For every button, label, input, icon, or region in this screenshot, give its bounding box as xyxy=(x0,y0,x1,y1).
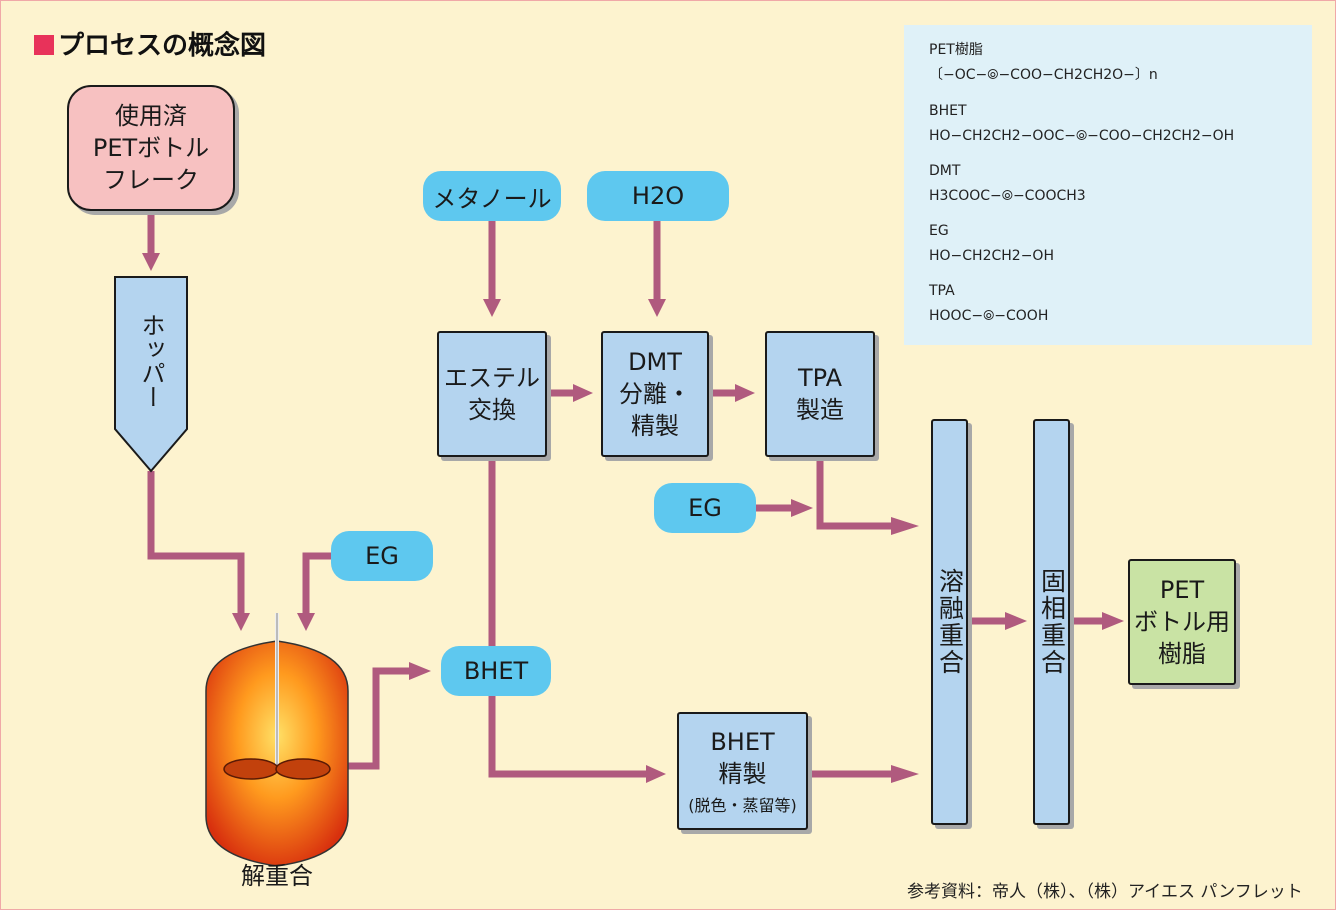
bhet-refining-step: BHET 精製 (脱色・蒸留等) xyxy=(677,712,808,830)
bhet-intermediate: BHET xyxy=(441,646,551,696)
hopper-shape xyxy=(114,276,188,473)
legend-name: EG xyxy=(929,223,949,239)
dmt-separation-step: DMT 分離・ 精製 xyxy=(601,331,709,457)
h2o-feed: H2O xyxy=(587,171,729,221)
title-marker xyxy=(34,35,54,55)
chemical-formula-legend: PET樹脂 〔−OC−⦾−COO−CH2CH2O−〕n BHET HO−CH2C… xyxy=(904,25,1312,345)
legend-formula: 〔−OC−⦾−COO−CH2CH2O−〕n xyxy=(929,67,1158,83)
legend-formula: H3COOC−⦾−COOCH3 xyxy=(929,188,1086,204)
legend-name: TPA xyxy=(929,283,955,299)
hopper-label: ホッパー xyxy=(137,313,165,409)
pet-bottle-resin-product: PET ボトル用 樹脂 xyxy=(1128,559,1236,685)
bhet-refining-note: (脱色・蒸留等) xyxy=(688,796,797,815)
legend-name: DMT xyxy=(929,163,961,179)
legend-formula: HO−CH2CH2−OOC−⦾−COO−CH2CH2−OH xyxy=(929,128,1235,144)
melt-polymerization-step: 溶融重合 xyxy=(931,419,968,825)
bhet-refining-label: BHET 精製 xyxy=(710,728,775,788)
eg-feed-left: EG xyxy=(331,531,433,581)
legend-formula: HO−CH2CH2−OH xyxy=(929,248,1054,264)
legend-name: BHET xyxy=(929,103,967,119)
legend-formula: HOOC−⦾−COOH xyxy=(929,308,1049,324)
flake-input: 使用済 PETボトル フレーク xyxy=(67,85,235,211)
reactor-label: 解重合 xyxy=(241,861,313,890)
reactor-vessel xyxy=(205,613,349,867)
ester-exchange-step: エステル 交換 xyxy=(437,331,547,457)
page-title: プロセスの概念図 xyxy=(34,25,266,62)
solid-state-polymerization-step: 固相重合 xyxy=(1033,419,1070,825)
eg-feed-top: EG xyxy=(654,483,756,533)
legend-name: PET樹脂 xyxy=(929,42,983,58)
source-caption: 参考資料：帝人（株）、（株）アイエス パンフレット xyxy=(907,882,1303,902)
methanol-feed: メタノール xyxy=(423,171,561,221)
title-text: プロセスの概念図 xyxy=(58,31,267,61)
tpa-production-step: TPA 製造 xyxy=(765,331,875,457)
